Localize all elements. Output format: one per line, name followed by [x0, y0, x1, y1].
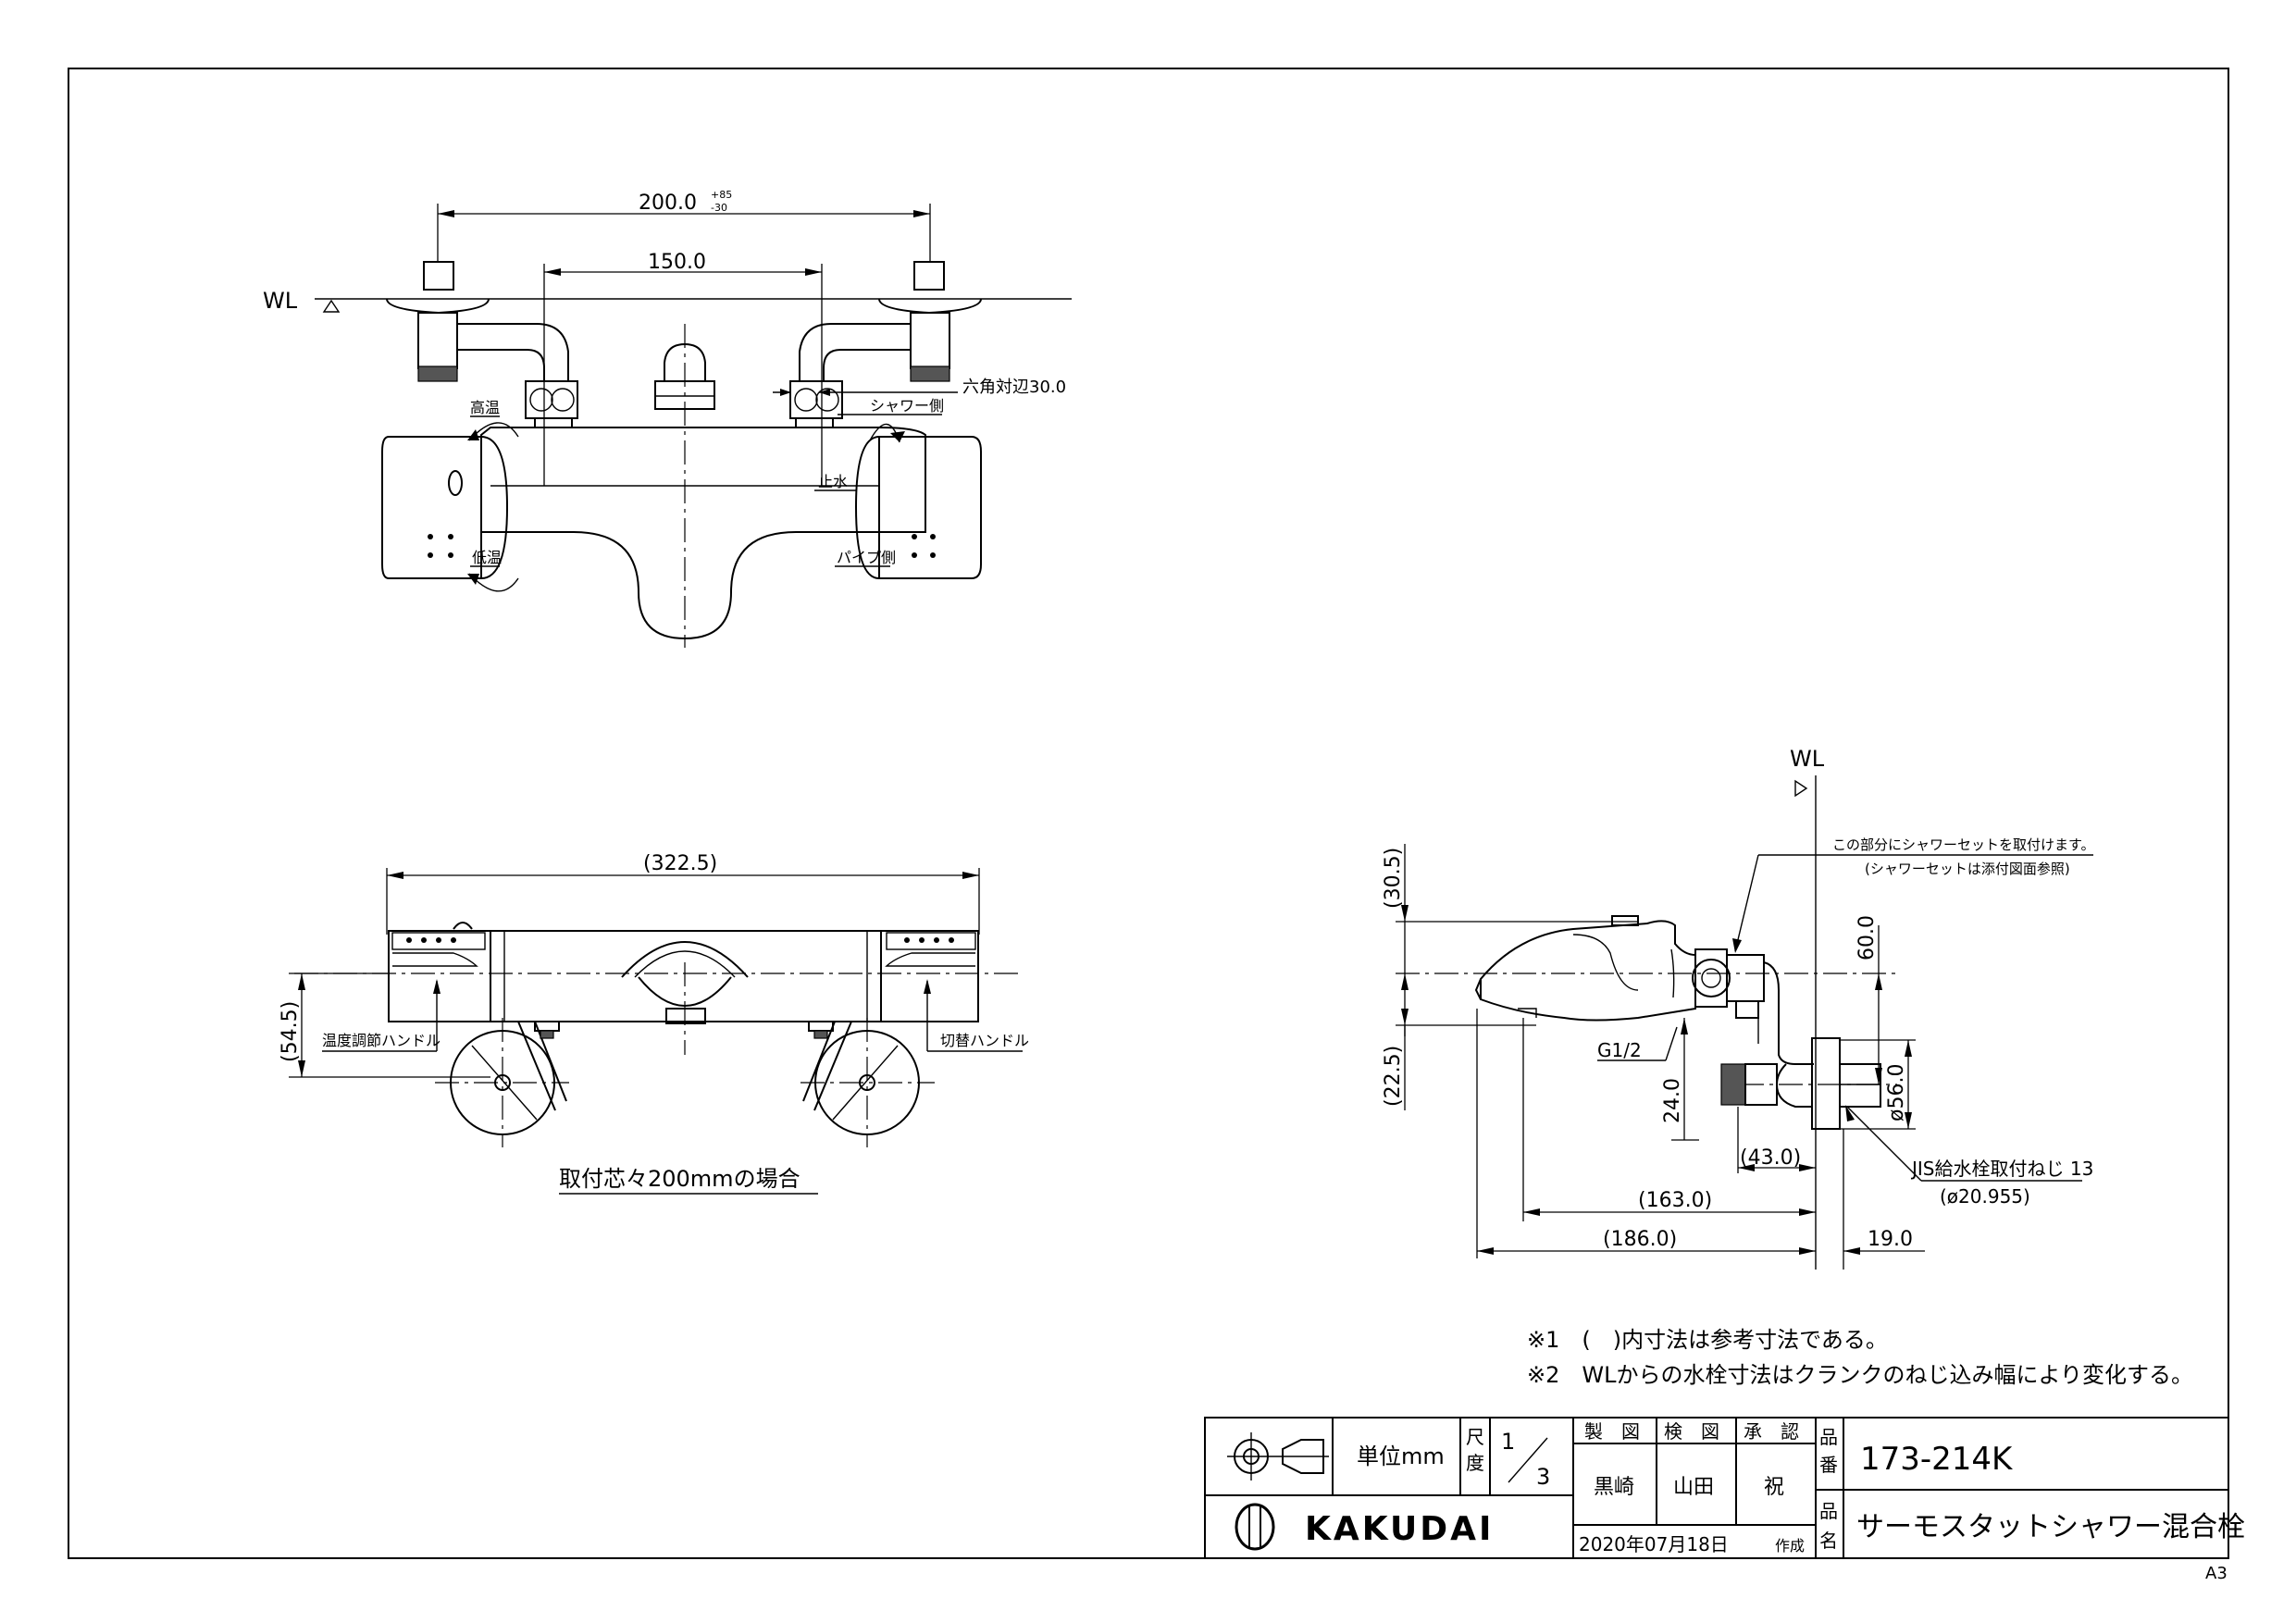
wl-triangle-icon	[322, 299, 341, 313]
created-label: 作成	[1775, 1537, 1805, 1555]
dim-322-5: (322.5)	[643, 852, 717, 875]
dim-163: (163.0)	[1638, 1189, 1712, 1212]
title-block: 単位mm 尺 度 1 3 製 図 検 図 承 認 黒崎 山田 祝 品 番 品 名…	[1204, 1417, 2245, 1559]
note-2: ※2 WLからの水栓寸法はクランクのねじ込み幅により変化する。	[1527, 1362, 2193, 1388]
scale-den: 3	[1536, 1464, 1550, 1490]
company-name: KAKUDAI	[1305, 1510, 1494, 1548]
scale-label-1: 尺	[1466, 1426, 1484, 1448]
scale-num: 1	[1501, 1429, 1515, 1455]
label-hex: 六角対辺30.0	[962, 378, 1066, 397]
side-body	[1480, 920, 1696, 1022]
scale-label-2: 度	[1466, 1452, 1484, 1474]
unit-label: 単位mm	[1357, 1443, 1445, 1469]
made-by: 黒崎	[1594, 1476, 1634, 1499]
label-high-temp: 高温	[470, 399, 500, 416]
dim-19: 19.0	[1868, 1228, 1913, 1251]
approved-by: 祝	[1764, 1476, 1784, 1499]
dim-200: 200.0	[639, 192, 697, 215]
part-name-label-2: 名	[1819, 1530, 1838, 1552]
label-jis-dia: (ø20.955)	[1940, 1185, 2030, 1208]
label-jis: JIS給水栓取付ねじ 13	[1910, 1158, 2093, 1180]
part-name-label-1: 品	[1819, 1500, 1838, 1522]
label-g12: G1/2	[1597, 1039, 1642, 1061]
note-shower-set: この部分にシャワーセットを取付けます。	[1832, 836, 2095, 853]
dim-150: 150.0	[648, 251, 706, 274]
sheet-border	[68, 68, 2229, 1559]
label-stop-water: 止水	[818, 473, 848, 490]
dim-56: ø56.0	[1885, 1064, 1908, 1121]
side-wl-label: WL	[1790, 746, 1825, 772]
plan-view: (322.5) (54.5)	[279, 852, 1029, 1195]
part-name: サーモスタットシャワー混合栓	[1856, 1511, 2245, 1543]
dim-24: 24.0	[1661, 1078, 1684, 1123]
made-label: 製 図	[1584, 1420, 1640, 1443]
front-wl-label: WL	[263, 288, 298, 314]
dim-22-5: (22.5)	[1382, 1046, 1405, 1107]
label-shower-side: シャワー側	[870, 397, 944, 415]
plan-body	[388, 930, 979, 1022]
dim-43: (43.0)	[1740, 1146, 1801, 1170]
note-1: ※1 ( )内寸法は参考寸法である。	[1527, 1327, 1888, 1353]
front-view: WL 200.0 +85 -30 150.0	[263, 189, 1072, 648]
approve-label: 承 認	[1744, 1420, 1799, 1443]
part-number: 173-214K	[1860, 1441, 2014, 1478]
sheet-size-label: A3	[2205, 1564, 2228, 1583]
plan-caption: 取付芯々200mmの場合	[559, 1166, 800, 1192]
company-logo-icon	[1235, 1503, 1275, 1551]
projection-symbol-icon	[1227, 1432, 1329, 1481]
dim-54-5: (54.5)	[279, 1001, 302, 1062]
note-shower-ref: (シャワーセットは添付図面参照)	[1865, 861, 2070, 877]
check-label: 検 図	[1664, 1420, 1719, 1443]
dim-200-tol-plus: +85	[711, 189, 732, 201]
label-switch-handle: 切替ハンドル	[940, 1032, 1029, 1049]
part-no-label-2: 番	[1819, 1454, 1838, 1476]
checked-by: 山田	[1673, 1476, 1714, 1499]
front-body	[480, 427, 926, 640]
created-date: 2020年07月18日	[1579, 1533, 1729, 1555]
dim-30-5: (30.5)	[1382, 848, 1405, 909]
label-temp-handle: 温度調節ハンドル	[322, 1032, 441, 1049]
part-no-label-1: 品	[1819, 1426, 1838, 1448]
side-view: WL この部分にシャワーセットを取付けます。 (シャワーセットは添付図面参照) …	[1382, 746, 2095, 1270]
label-low-temp: 低温	[472, 549, 502, 566]
dim-60: 60.0	[1855, 915, 1879, 960]
dim-200-tol-minus: -30	[711, 202, 727, 214]
dim-186: (186.0)	[1603, 1228, 1677, 1251]
label-pipe-side: パイプ側	[837, 549, 896, 566]
